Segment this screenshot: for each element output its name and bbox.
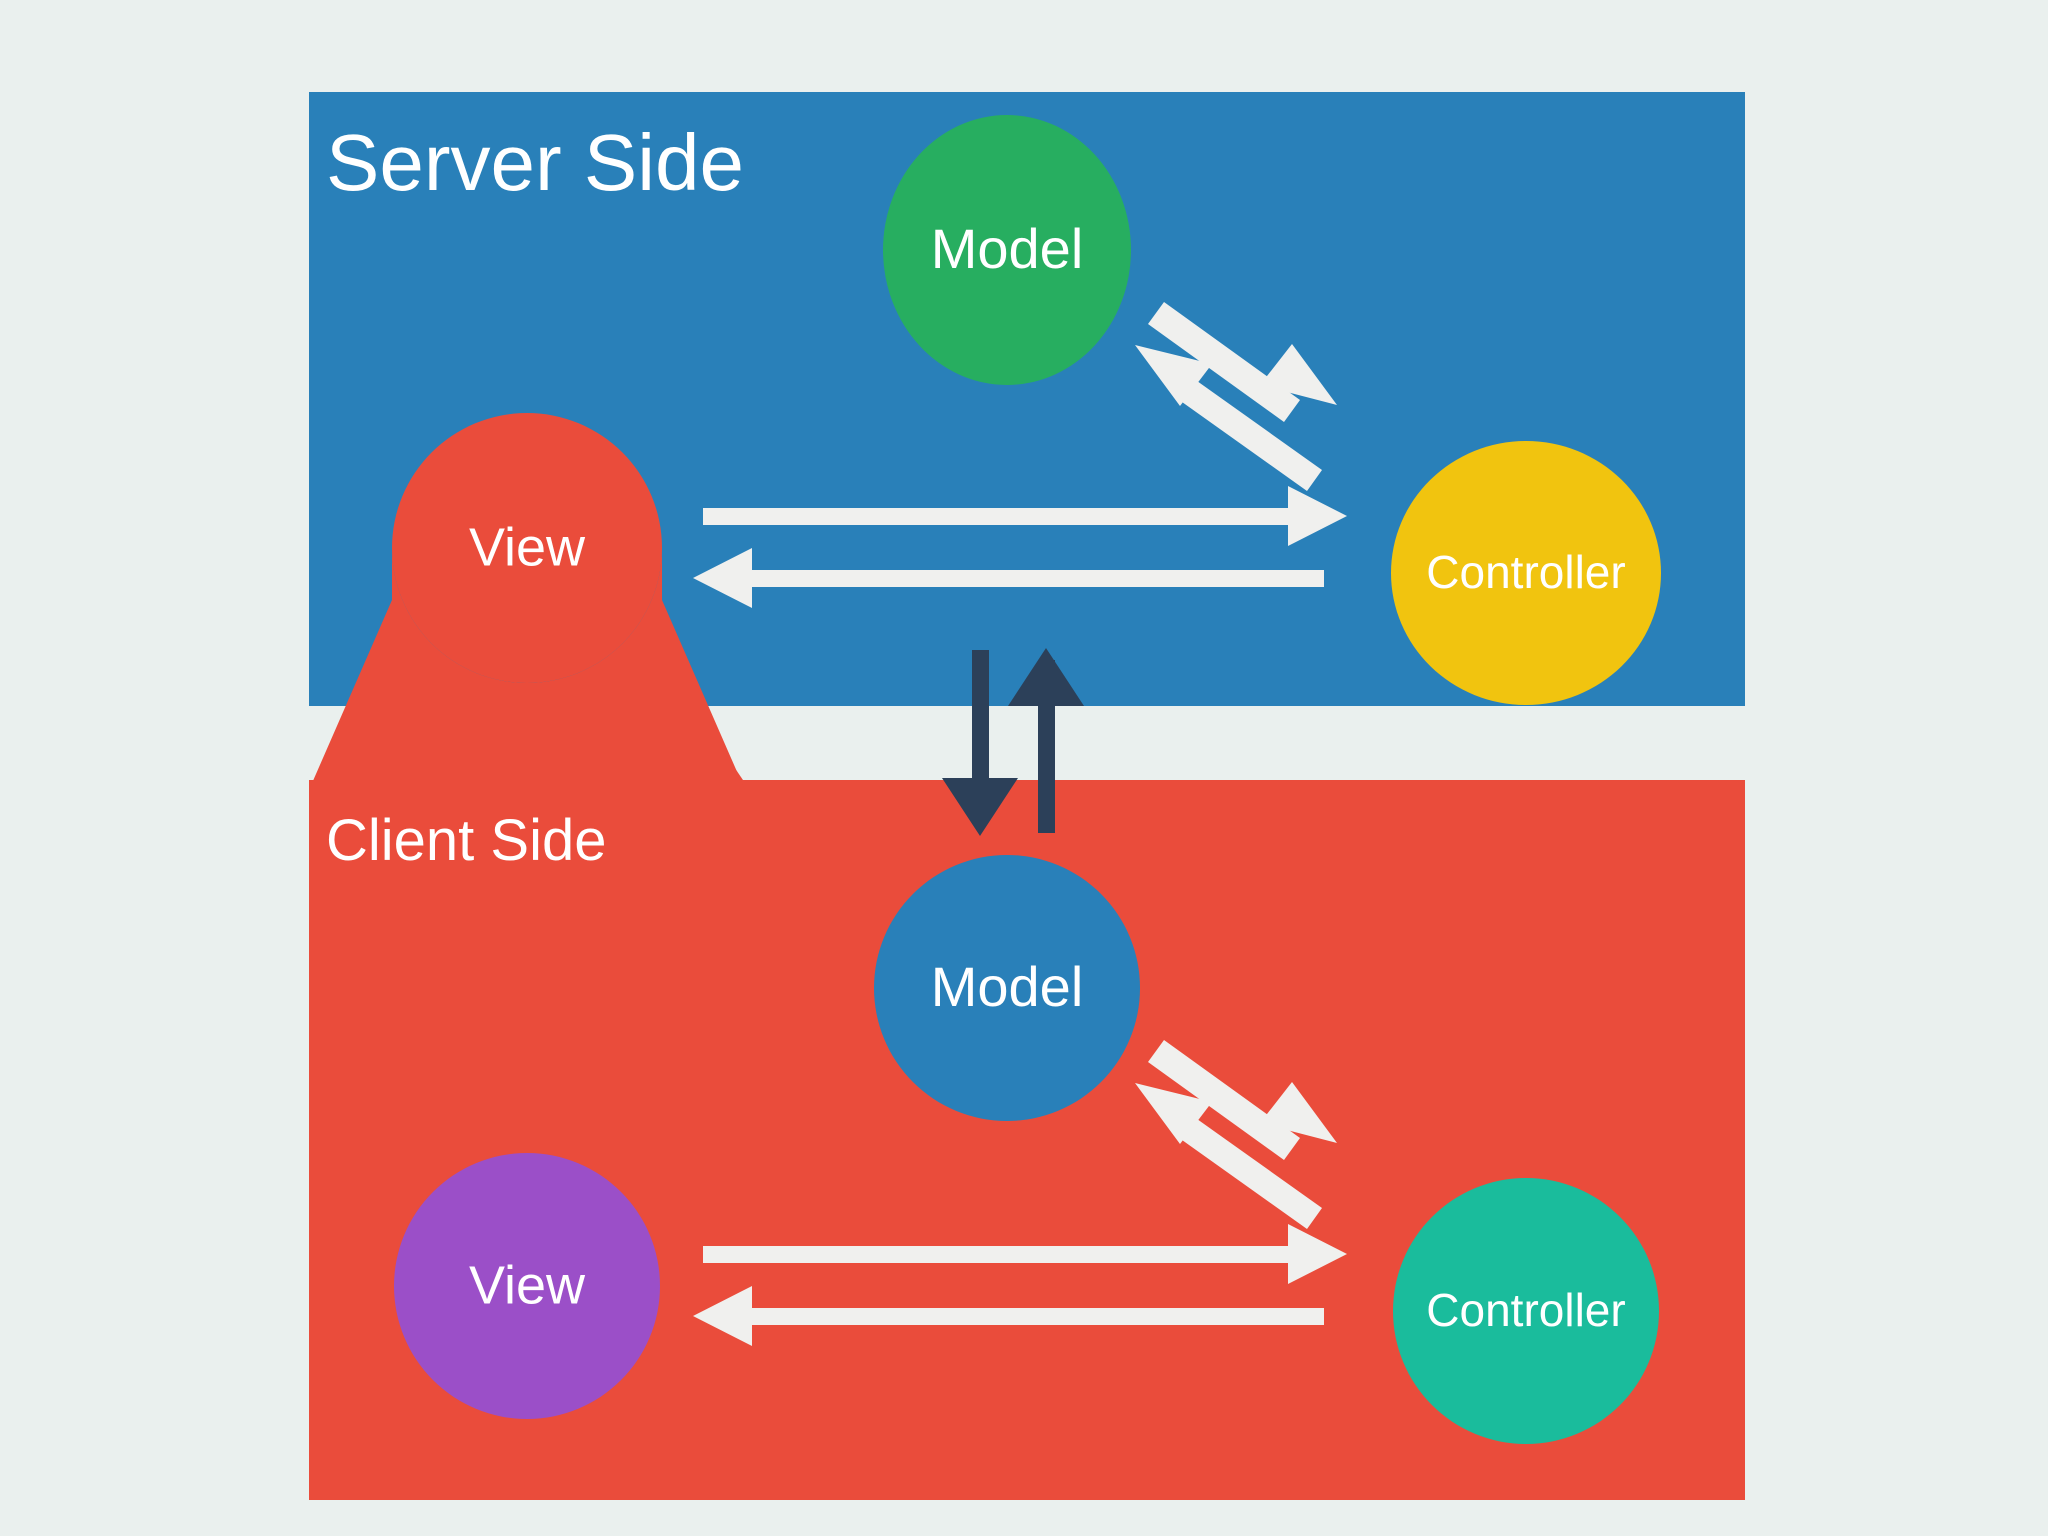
server-side-title: Server Side bbox=[326, 118, 744, 207]
connector-client-view-to-controller bbox=[703, 1224, 1347, 1284]
node-client-view-label: View bbox=[469, 1255, 586, 1315]
node-server-view-label: View bbox=[469, 517, 586, 577]
node-client-model[interactable] bbox=[874, 855, 1140, 1121]
connector-server-controller-to-view bbox=[693, 548, 1324, 608]
connector-client-controller-to-model bbox=[1135, 1083, 1322, 1229]
connector-client-to-server bbox=[1008, 648, 1084, 833]
node-server-view[interactable] bbox=[309, 413, 745, 790]
connector-server-model-to-controller bbox=[1148, 302, 1337, 422]
node-client-controller[interactable] bbox=[1393, 1178, 1659, 1444]
node-server-model-label: Model bbox=[931, 217, 1084, 280]
connector-server-to-client bbox=[942, 650, 1018, 836]
node-client-controller-label: Controller bbox=[1426, 1284, 1625, 1336]
node-server-controller-label: Controller bbox=[1426, 546, 1625, 598]
node-client-view[interactable] bbox=[394, 1153, 660, 1419]
connector-client-controller-to-view bbox=[693, 1286, 1324, 1346]
connector-server-view-to-controller bbox=[703, 486, 1347, 546]
node-server-model[interactable] bbox=[883, 115, 1131, 385]
client-side-title: Client Side bbox=[326, 808, 606, 873]
node-server-controller[interactable] bbox=[1391, 441, 1661, 705]
node-client-model-label: Model bbox=[931, 955, 1084, 1018]
connector-client-model-to-controller bbox=[1148, 1040, 1337, 1160]
connector-server-controller-to-model bbox=[1135, 345, 1322, 491]
